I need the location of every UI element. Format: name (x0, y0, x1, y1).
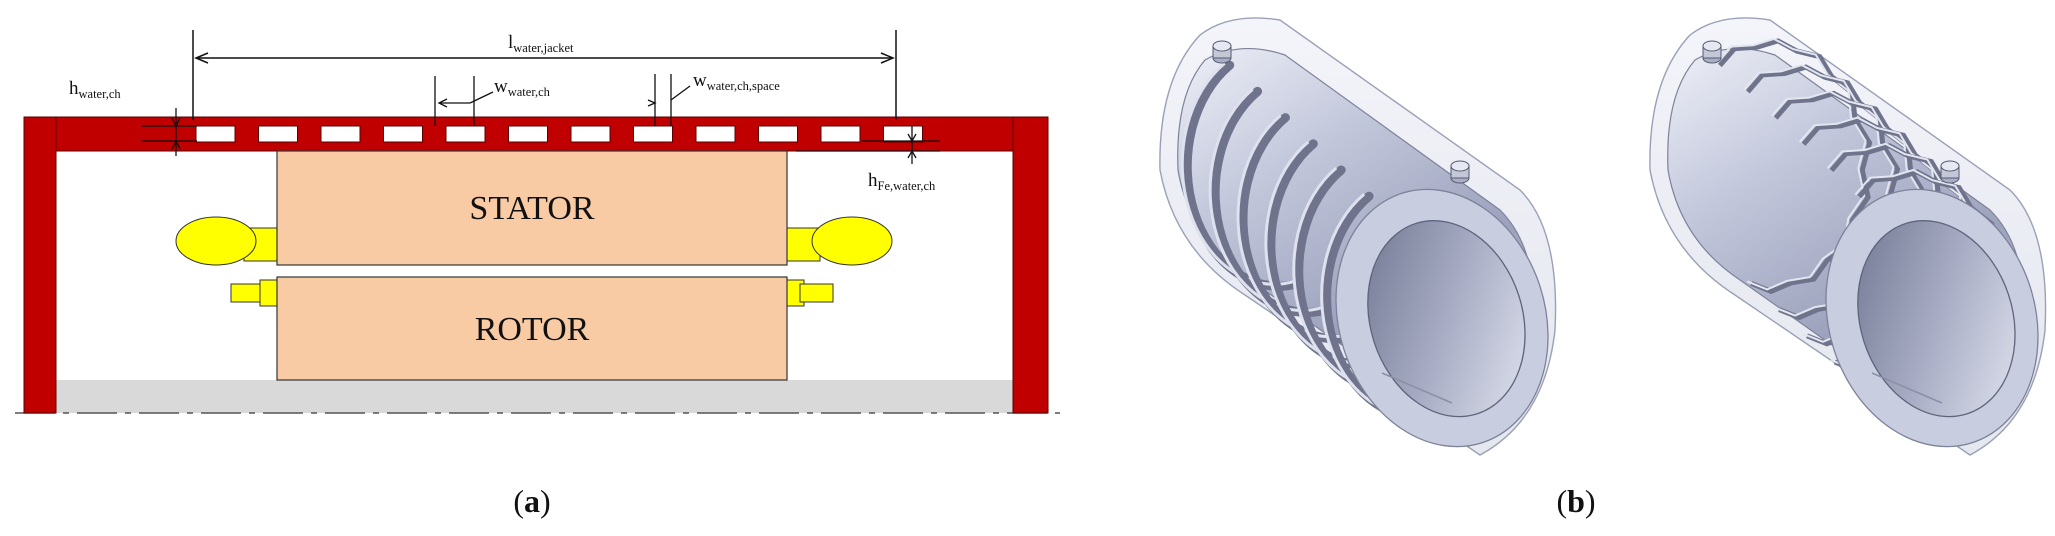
dim-h-fe-main: h (868, 170, 878, 191)
dim-h-fe-water-ch-label: hFe,water,ch (868, 170, 936, 193)
bore-rib (1381, 372, 1453, 404)
shaft-right-stub (799, 283, 834, 303)
dim-h-ch-main: h (69, 78, 79, 99)
jacket-bore (1857, 220, 2016, 418)
water-channel (695, 125, 736, 143)
inlet-port-top (1212, 40, 1232, 52)
groove-highlight (1715, 37, 1867, 291)
shaft-base (45, 380, 1013, 413)
panel-a-cross-section: STATOR ROTOR lwater,jacket hwater,ch (15, 30, 1060, 519)
dim-l-sub: water,jacket (513, 41, 574, 55)
water-channel (445, 125, 486, 143)
dim-l-water-jacket-label: lwater,jacket (508, 32, 574, 55)
water-channel (633, 125, 673, 143)
shaft-left-collar (259, 279, 278, 307)
dim-l-water-jacket (192, 30, 897, 120)
caption-b-letter: b (1567, 483, 1585, 519)
housing-right-wall (1012, 116, 1049, 414)
caption-a: (a) (513, 483, 550, 519)
water-channels (195, 125, 923, 143)
water-channel (258, 125, 298, 143)
inlet-port-top (1702, 40, 1722, 52)
water-channel (383, 125, 423, 143)
dim-w-ch-sub: water,ch (508, 85, 551, 99)
winding-left-end (175, 216, 257, 266)
water-channel (508, 125, 548, 143)
bore-rib (1871, 372, 1943, 404)
caption-a-open: ( (513, 483, 524, 519)
caption-b-open: ( (1556, 483, 1567, 519)
water-channel (195, 125, 236, 143)
dim-h-fe-sub: Fe,water,ch (878, 179, 937, 193)
water-channel (883, 125, 923, 143)
dim-h-fe-water-ch (796, 126, 940, 164)
housing-left-wall (23, 116, 57, 414)
water-channel (758, 125, 798, 143)
straight-channel-jacket (1159, 17, 1557, 456)
dim-w-space-main: w (693, 70, 707, 91)
rotor-block (276, 276, 788, 381)
caption-b-close: ) (1585, 483, 1596, 519)
dim-w-ch-main: w (494, 76, 508, 97)
zigzag-channel-jacket (1649, 17, 2047, 456)
dim-w-water-ch-label: wwater,ch (494, 76, 551, 99)
dim-h-ch-sub: water,ch (79, 87, 122, 101)
dim-w-water-ch-space (647, 74, 691, 126)
jacket-bore (1367, 220, 1526, 418)
caption-a-letter: a (524, 483, 540, 519)
rotor-label: ROTOR (475, 311, 590, 348)
caption-b: (b) (1556, 483, 1595, 519)
dim-h-water-ch (141, 108, 197, 156)
caption-a-close: ) (540, 483, 551, 519)
dim-w-water-ch (434, 76, 494, 126)
stator-label: STATOR (469, 190, 594, 227)
dim-w-water-ch-space-label: wwater,ch,space (693, 70, 780, 93)
water-channel (820, 125, 861, 143)
stator-block (276, 150, 788, 266)
winding-right-end (811, 216, 893, 266)
dim-l-main: l (508, 32, 513, 53)
outlet-port-top (1940, 160, 1960, 172)
dim-w-space-sub: water,ch,space (707, 79, 781, 93)
panel-b-3d-views: (b) (1159, 17, 2047, 519)
water-channel (320, 125, 361, 143)
outlet-port-top (1450, 160, 1470, 172)
water-channel (570, 125, 611, 143)
dim-h-water-ch-label: hwater,ch (69, 78, 121, 101)
